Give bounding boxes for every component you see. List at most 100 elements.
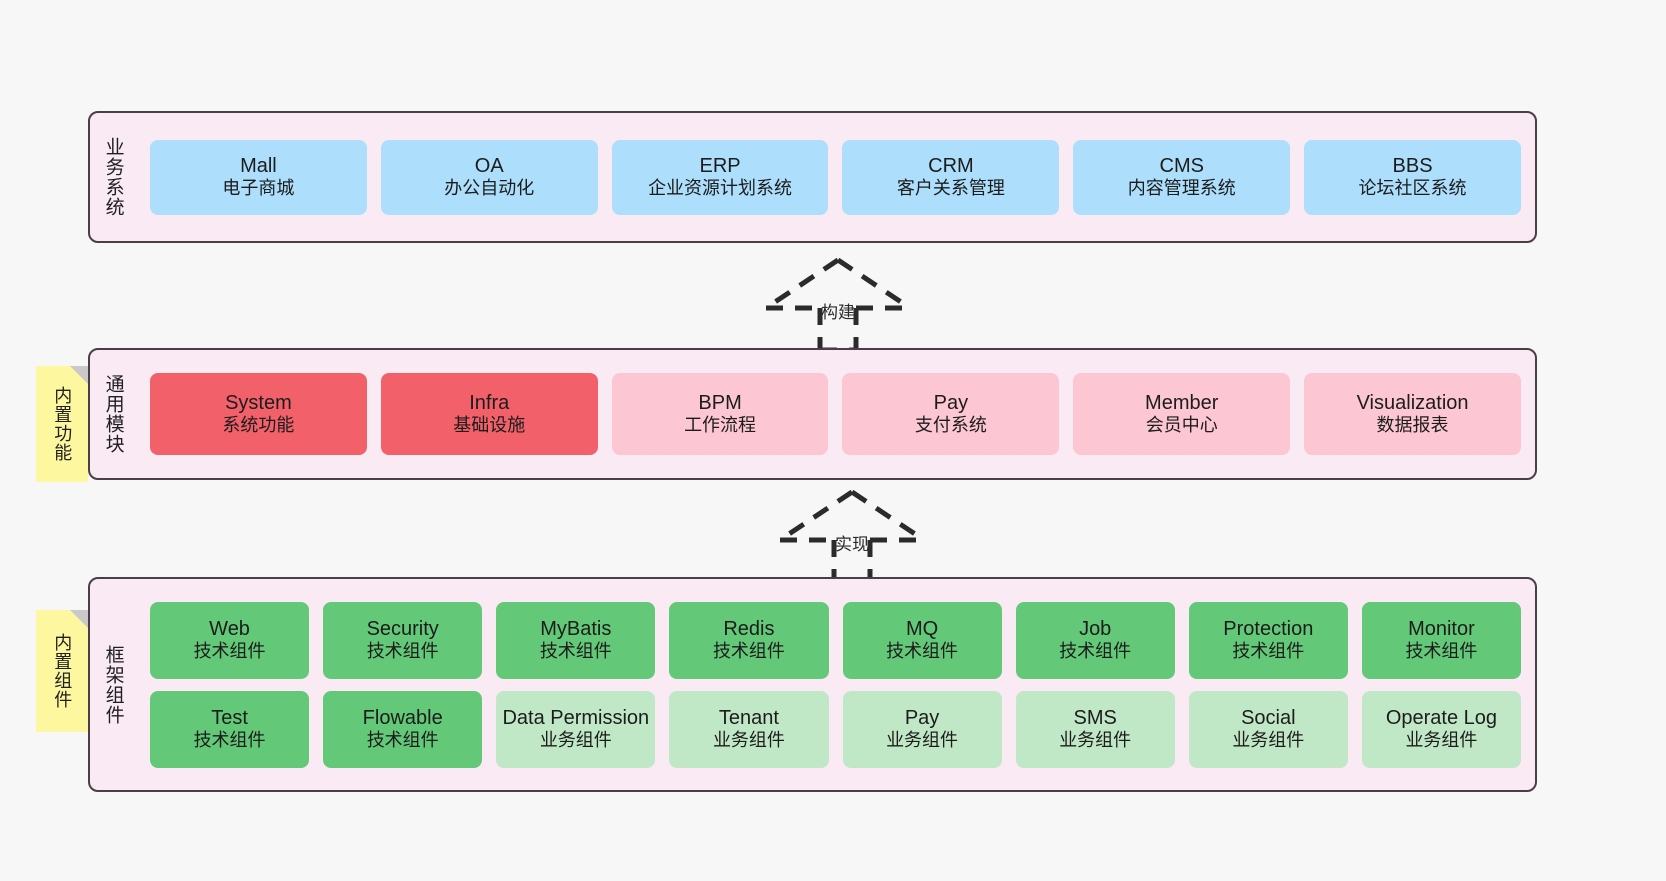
- module-card-title: Test: [211, 706, 248, 729]
- module-card-title: Job: [1079, 617, 1112, 640]
- module-card-subtitle: 业务组件: [539, 730, 612, 751]
- generalization-arrow-icon: [764, 257, 912, 352]
- module-card-subtitle: 客户关系管理: [896, 178, 1005, 199]
- module-card-subtitle: 系统功能: [222, 415, 295, 436]
- generalization-arrow-icon: [778, 489, 926, 584]
- connector-implement: 实现: [772, 488, 932, 584]
- module-card-subtitle: 基础设施: [453, 415, 526, 436]
- module-card-title: Mall: [240, 154, 277, 177]
- module-card-title: Security: [366, 617, 439, 640]
- module-card-title: Web: [209, 617, 250, 640]
- module-card-title: CRM: [928, 154, 974, 177]
- module-card-title: Protection: [1223, 617, 1314, 640]
- module-card-title: Visualization: [1356, 391, 1469, 414]
- module-card-title: Monitor: [1408, 617, 1475, 640]
- module-card-subtitle: 技术组件: [366, 641, 439, 662]
- layer-title-business: 业务系统: [102, 137, 124, 217]
- layer-title-framework: 框架组件: [102, 644, 124, 725]
- layer-title-common: 通用模块: [102, 374, 124, 454]
- module-card-title: Operate Log: [1385, 706, 1498, 729]
- module-card-subtitle: 技术组件: [366, 730, 439, 751]
- module-card-title: SMS: [1073, 706, 1117, 729]
- module-card-title: Data Permission: [502, 706, 650, 729]
- module-card-title: Pay: [933, 391, 969, 414]
- module-card-subtitle: 企业资源计划系统: [648, 178, 793, 199]
- module-card-title: MQ: [905, 617, 939, 640]
- module-card-subtitle: 会员中心: [1145, 415, 1218, 436]
- module-card-subtitle: 技术组件: [539, 641, 612, 662]
- module-card-subtitle: 技术组件: [1059, 641, 1132, 662]
- module-card-subtitle: 技术组件: [193, 641, 266, 662]
- module-card-title: ERP: [699, 154, 741, 177]
- module-card-title: CMS: [1159, 154, 1204, 177]
- module-card-subtitle: 业务组件: [886, 730, 959, 751]
- module-card-title: OA: [474, 154, 504, 177]
- module-card-subtitle: 论坛社区系统: [1358, 178, 1467, 199]
- module-card-subtitle: 业务组件: [1232, 730, 1305, 751]
- note-builtin-components: 内置组件: [36, 610, 88, 732]
- module-card-subtitle: 内容管理系统: [1127, 178, 1236, 199]
- connector-build: 构建: [758, 256, 918, 352]
- module-card-subtitle: 电子商城: [222, 178, 295, 199]
- note-builtin-functions-label: 内置功能: [52, 386, 73, 462]
- module-card-title: Flowable: [362, 706, 443, 729]
- module-card-title: Infra: [469, 391, 510, 414]
- module-card-title: Member: [1145, 391, 1219, 414]
- module-card-subtitle: 业务组件: [1059, 730, 1132, 751]
- module-card-title: BPM: [698, 391, 742, 414]
- module-card-subtitle: 技术组件: [886, 641, 959, 662]
- module-card-subtitle: 数据报表: [1376, 415, 1449, 436]
- module-card-subtitle: 技术组件: [1405, 641, 1478, 662]
- module-card-subtitle: 办公自动化: [444, 178, 535, 199]
- module-card-title: Tenant: [718, 706, 779, 729]
- note-builtin-functions: 内置功能: [36, 366, 88, 482]
- module-card-subtitle: 业务组件: [712, 730, 785, 751]
- module-card-subtitle: 技术组件: [193, 730, 266, 751]
- module-card-subtitle: 技术组件: [712, 641, 785, 662]
- module-card-title: Pay: [904, 706, 940, 729]
- module-card-title: BBS: [1392, 154, 1433, 177]
- module-card-title: Social: [1241, 706, 1296, 729]
- module-card-subtitle: 技术组件: [1232, 641, 1305, 662]
- module-card-subtitle: 业务组件: [1405, 730, 1478, 751]
- module-card-subtitle: 支付系统: [914, 415, 987, 436]
- module-card-title: System: [225, 391, 292, 414]
- module-card-title: MyBatis: [540, 617, 612, 640]
